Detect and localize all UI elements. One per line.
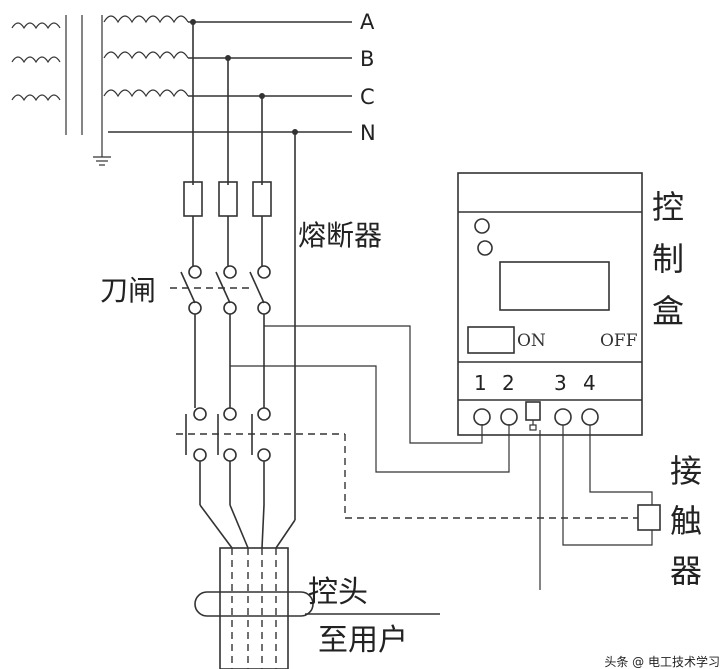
- control-box-label-1: 控: [652, 188, 684, 226]
- junction-dots: [190, 19, 298, 135]
- contactor-label-2: 触: [670, 502, 702, 540]
- phase-label-a: A: [360, 10, 375, 34]
- phase-label-n: N: [360, 121, 376, 145]
- contactor-label-1: 接: [670, 452, 702, 490]
- control-wiring: [230, 325, 510, 473]
- fuse-group: [183, 181, 272, 217]
- knife-switch-label: 刀闸: [100, 274, 156, 307]
- on-label: ON: [517, 331, 546, 351]
- control-box: [457, 172, 643, 436]
- cable-bundle: [194, 547, 314, 669]
- control-box-label-3: 盒: [652, 292, 684, 330]
- output-lines: [199, 461, 296, 549]
- main-contactor: [176, 407, 345, 462]
- transformer-primary-coils: [11, 15, 83, 135]
- off-label: OFF: [600, 331, 638, 351]
- contactor-linkage: [344, 434, 638, 519]
- terminal-1-label: 1: [474, 371, 487, 395]
- transformer-secondary: [93, 15, 189, 166]
- contactor-label-3: 器: [670, 552, 702, 590]
- terminal-4-label: 4: [583, 371, 596, 395]
- phase-label-c: C: [360, 85, 375, 109]
- knife-switch: [170, 265, 271, 315]
- phase-label-b: B: [360, 47, 374, 71]
- phase-bus-lines: [108, 21, 352, 133]
- fuse-label: 熔断器: [298, 219, 382, 252]
- terminal-3-label: 3: [554, 371, 567, 395]
- coil-wiring: [562, 425, 661, 546]
- watermark: 头条 @ 电工技术学习: [604, 654, 720, 669]
- control-box-label-2: 制: [652, 240, 684, 278]
- probe-label: 控头: [308, 575, 368, 610]
- to-user-label: 至用户: [318, 623, 408, 658]
- terminal-2-label: 2: [502, 371, 515, 395]
- control-box-terminals: [473, 401, 599, 431]
